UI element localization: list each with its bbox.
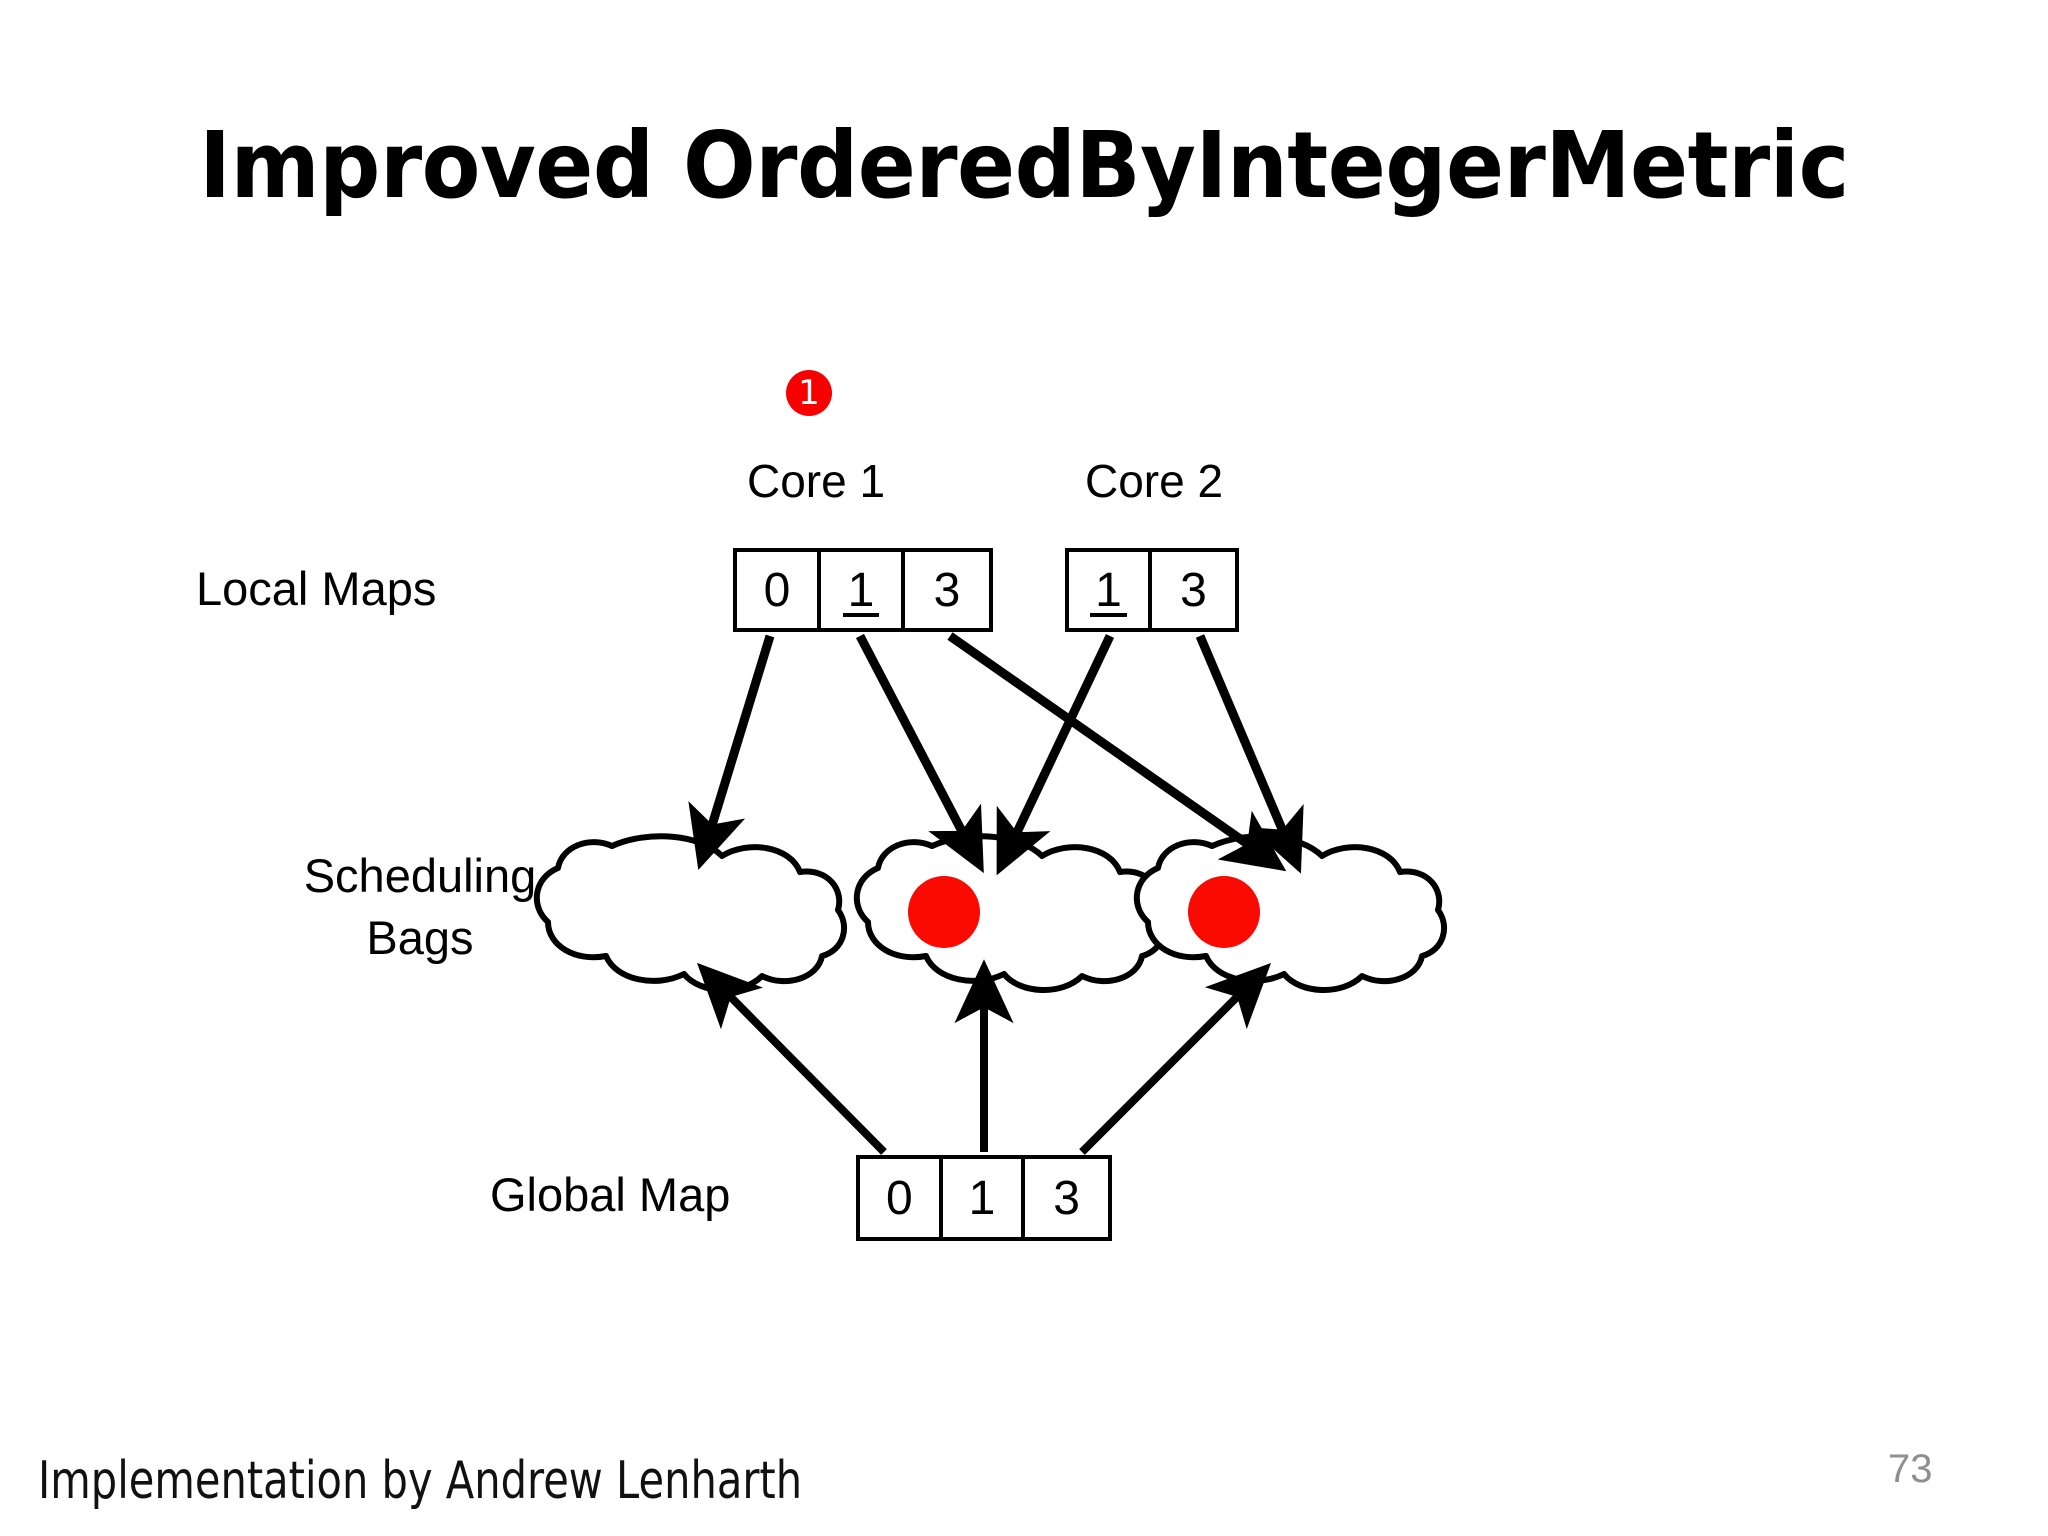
global-cell-0: 0 <box>860 1159 943 1237</box>
cloud-outline <box>533 833 848 993</box>
core-1-cell-1: 1 <box>821 552 905 628</box>
cell-value: 3 <box>1180 563 1207 617</box>
edge-core1cell0-to-bag0 <box>688 634 775 871</box>
cloud-outline <box>1133 833 1448 993</box>
page-number: 73 <box>1888 1447 1933 1491</box>
step-badge-1: 1 <box>786 370 832 416</box>
local-map-core-2: 1 3 <box>1065 548 1239 632</box>
core-2-cell-3: 3 <box>1152 552 1235 628</box>
page-title: Improved OrderedByIntegerMetric <box>199 112 1849 219</box>
scheduling-bag-3 <box>1133 833 1448 993</box>
edge-globalcell0-to-bag0 <box>696 962 887 1155</box>
footer-credit: Implementation by Andrew Lenharth <box>38 1451 803 1511</box>
cloud-outline <box>853 833 1168 993</box>
core-1-cell-3: 3 <box>905 552 989 628</box>
bag-token-red <box>908 876 980 948</box>
edge-core1cell3-to-bag3 <box>947 632 1287 872</box>
global-cell-3: 3 <box>1025 1159 1108 1237</box>
cell-value: 3 <box>1053 1171 1080 1225</box>
global-map-label: Global Map <box>490 1168 731 1221</box>
cell-value: 3 <box>933 563 961 617</box>
local-maps-label: Local Maps <box>196 562 437 615</box>
global-cell-1: 1 <box>943 1159 1026 1237</box>
core-2-cell-1: 1 <box>1069 552 1152 628</box>
cell-value: 1 <box>1090 563 1127 617</box>
core-1-label: Core 1 <box>747 455 886 507</box>
cell-value: 1 <box>842 563 880 617</box>
edge-core2cell3-to-bag3 <box>1195 634 1304 874</box>
bag-token-red <box>1188 876 1260 948</box>
core-1-cell-0: 0 <box>737 552 821 628</box>
core-2-label: Core 2 <box>1085 455 1224 507</box>
local-map-core-1: 0 1 3 <box>733 548 993 632</box>
scheduling-bag-0 <box>533 833 848 993</box>
global-map-box: 0 1 3 <box>856 1155 1112 1241</box>
edge-core1cell1-to-bag1 <box>856 633 984 874</box>
cell-value: 0 <box>763 563 791 617</box>
cell-value: 0 <box>885 1171 913 1225</box>
edge-core2cell1-to-bag1 <box>996 634 1115 876</box>
scheduling-bags-label: Scheduling Bags <box>303 849 537 964</box>
edge-globalcell3-to-bag3 <box>1079 962 1272 1155</box>
cell-value: 1 <box>968 1171 996 1225</box>
scheduling-bag-1 <box>853 833 1168 993</box>
